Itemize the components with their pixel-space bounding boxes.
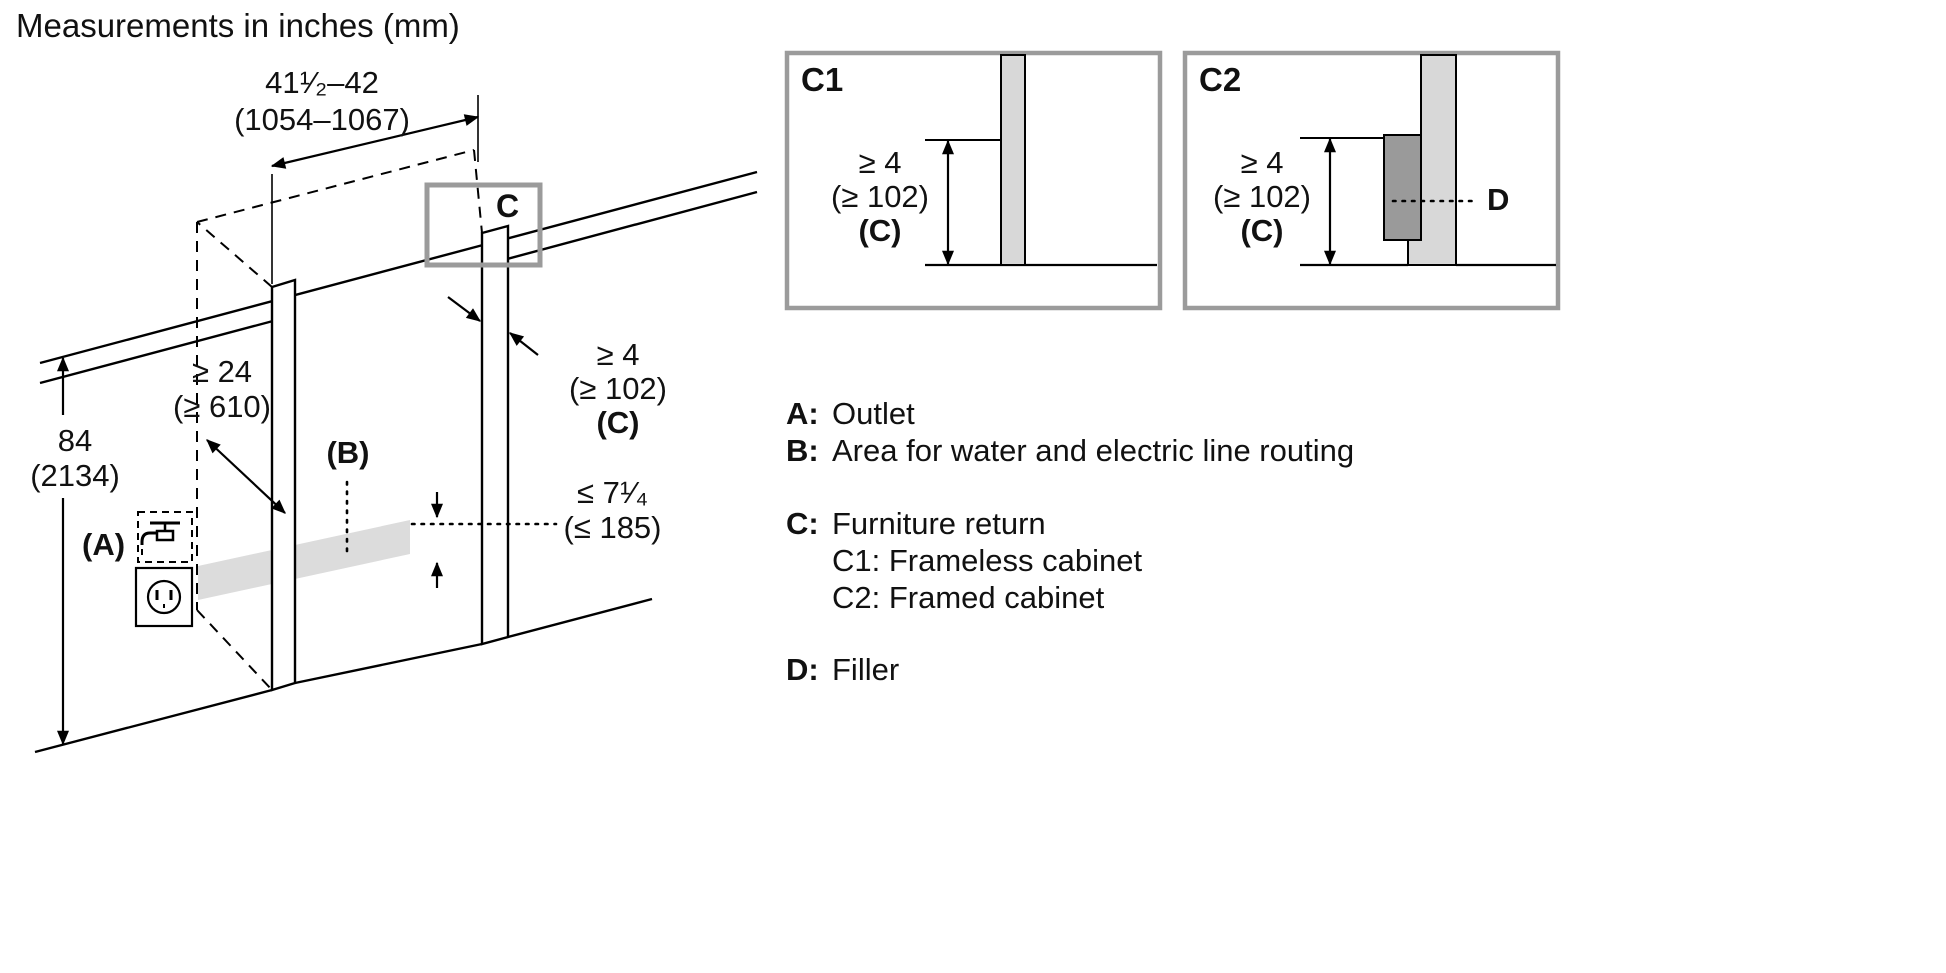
width-dimension-mm: (1054–1067) (234, 102, 410, 137)
legend-item-d: D: Filler (786, 652, 899, 688)
legend-key: B: (786, 433, 819, 468)
depth-dimension-inches: ≥ 24 (191, 354, 253, 389)
legend-key: A: (786, 396, 819, 431)
label-c-callout: C (496, 188, 520, 224)
label-b: (B) (326, 435, 370, 470)
detail-box-c1 (784, 50, 1163, 311)
label-a: (A) (82, 527, 126, 562)
c1-dimension-ref: (C) (858, 213, 902, 248)
routing-band (198, 520, 410, 600)
legend-text: Furniture return (832, 506, 1046, 541)
main-diagram (34, 95, 758, 754)
legend-item-c1: C1: Frameless cabinet (786, 543, 1142, 579)
c2-dimension-mm: (≥ 102) (1213, 179, 1311, 214)
page-title: Measurements in inches (mm) (16, 7, 460, 44)
legend-item-a: A: Outlet (786, 396, 915, 432)
width-dimension-inches: 41¹⁄₂–42 (265, 65, 379, 100)
panel-thickness-arrows (447, 296, 539, 356)
right-panel (480, 224, 510, 646)
return-dimension-inches: ≥ 4 (596, 337, 640, 372)
c1-dimension-mm: (≥ 102) (831, 179, 929, 214)
outlet-icon (134, 566, 194, 628)
width-dimension-line (270, 95, 480, 284)
height-dimension-inches: 84 (57, 423, 93, 458)
legend-item-c2: C2: Framed cabinet (786, 580, 1104, 616)
niche-floor-line (294, 642, 483, 685)
c1-dimension-inches: ≥ 4 (858, 145, 902, 180)
legend-key: D: (786, 652, 819, 687)
faucet-icon (137, 511, 193, 563)
detail-c1-title: C1 (801, 61, 844, 98)
detail-box-c2 (1182, 50, 1561, 311)
height-dimension-mm: (2134) (30, 458, 120, 493)
c-highlight-square (424, 182, 543, 268)
legend-key (786, 543, 832, 579)
return-dimension-ref: (C) (596, 405, 640, 440)
legend-item-c: C: Furniture return (786, 506, 1046, 542)
routing-dimension-mm: (≤ 185) (563, 510, 662, 545)
legend-text: C2: Framed cabinet (832, 580, 1105, 615)
wall-top-lines (39, 170, 758, 385)
detail-c2-title: C2 (1199, 61, 1242, 98)
c2-dimension-ref: (C) (1240, 213, 1284, 248)
legend-key: C: (786, 506, 819, 541)
c2-filler-block (1383, 134, 1422, 241)
c2-filler-label: D (1487, 182, 1510, 217)
legend-text: C1: Frameless cabinet (832, 543, 1143, 578)
legend-text: Filler (832, 652, 900, 687)
return-dimension-mm: (≥ 102) (569, 371, 667, 406)
legend-key (786, 580, 832, 616)
c2-dimension-inches: ≥ 4 (1240, 145, 1284, 180)
c1-cabinet-panel (1000, 54, 1026, 266)
left-panel (270, 278, 297, 692)
depth-dimension-mm: (≥ 610) (173, 389, 271, 424)
legend-text: Area for water and electric line routing (832, 433, 1355, 468)
routing-dimension-inches: ≤ 7¹⁄₄ (576, 475, 649, 510)
depth-dimension-arrow (206, 439, 286, 514)
floor-lines (34, 597, 653, 754)
legend-item-b: B: Area for water and electric line rout… (786, 433, 1354, 469)
legend-text: Outlet (832, 396, 915, 431)
